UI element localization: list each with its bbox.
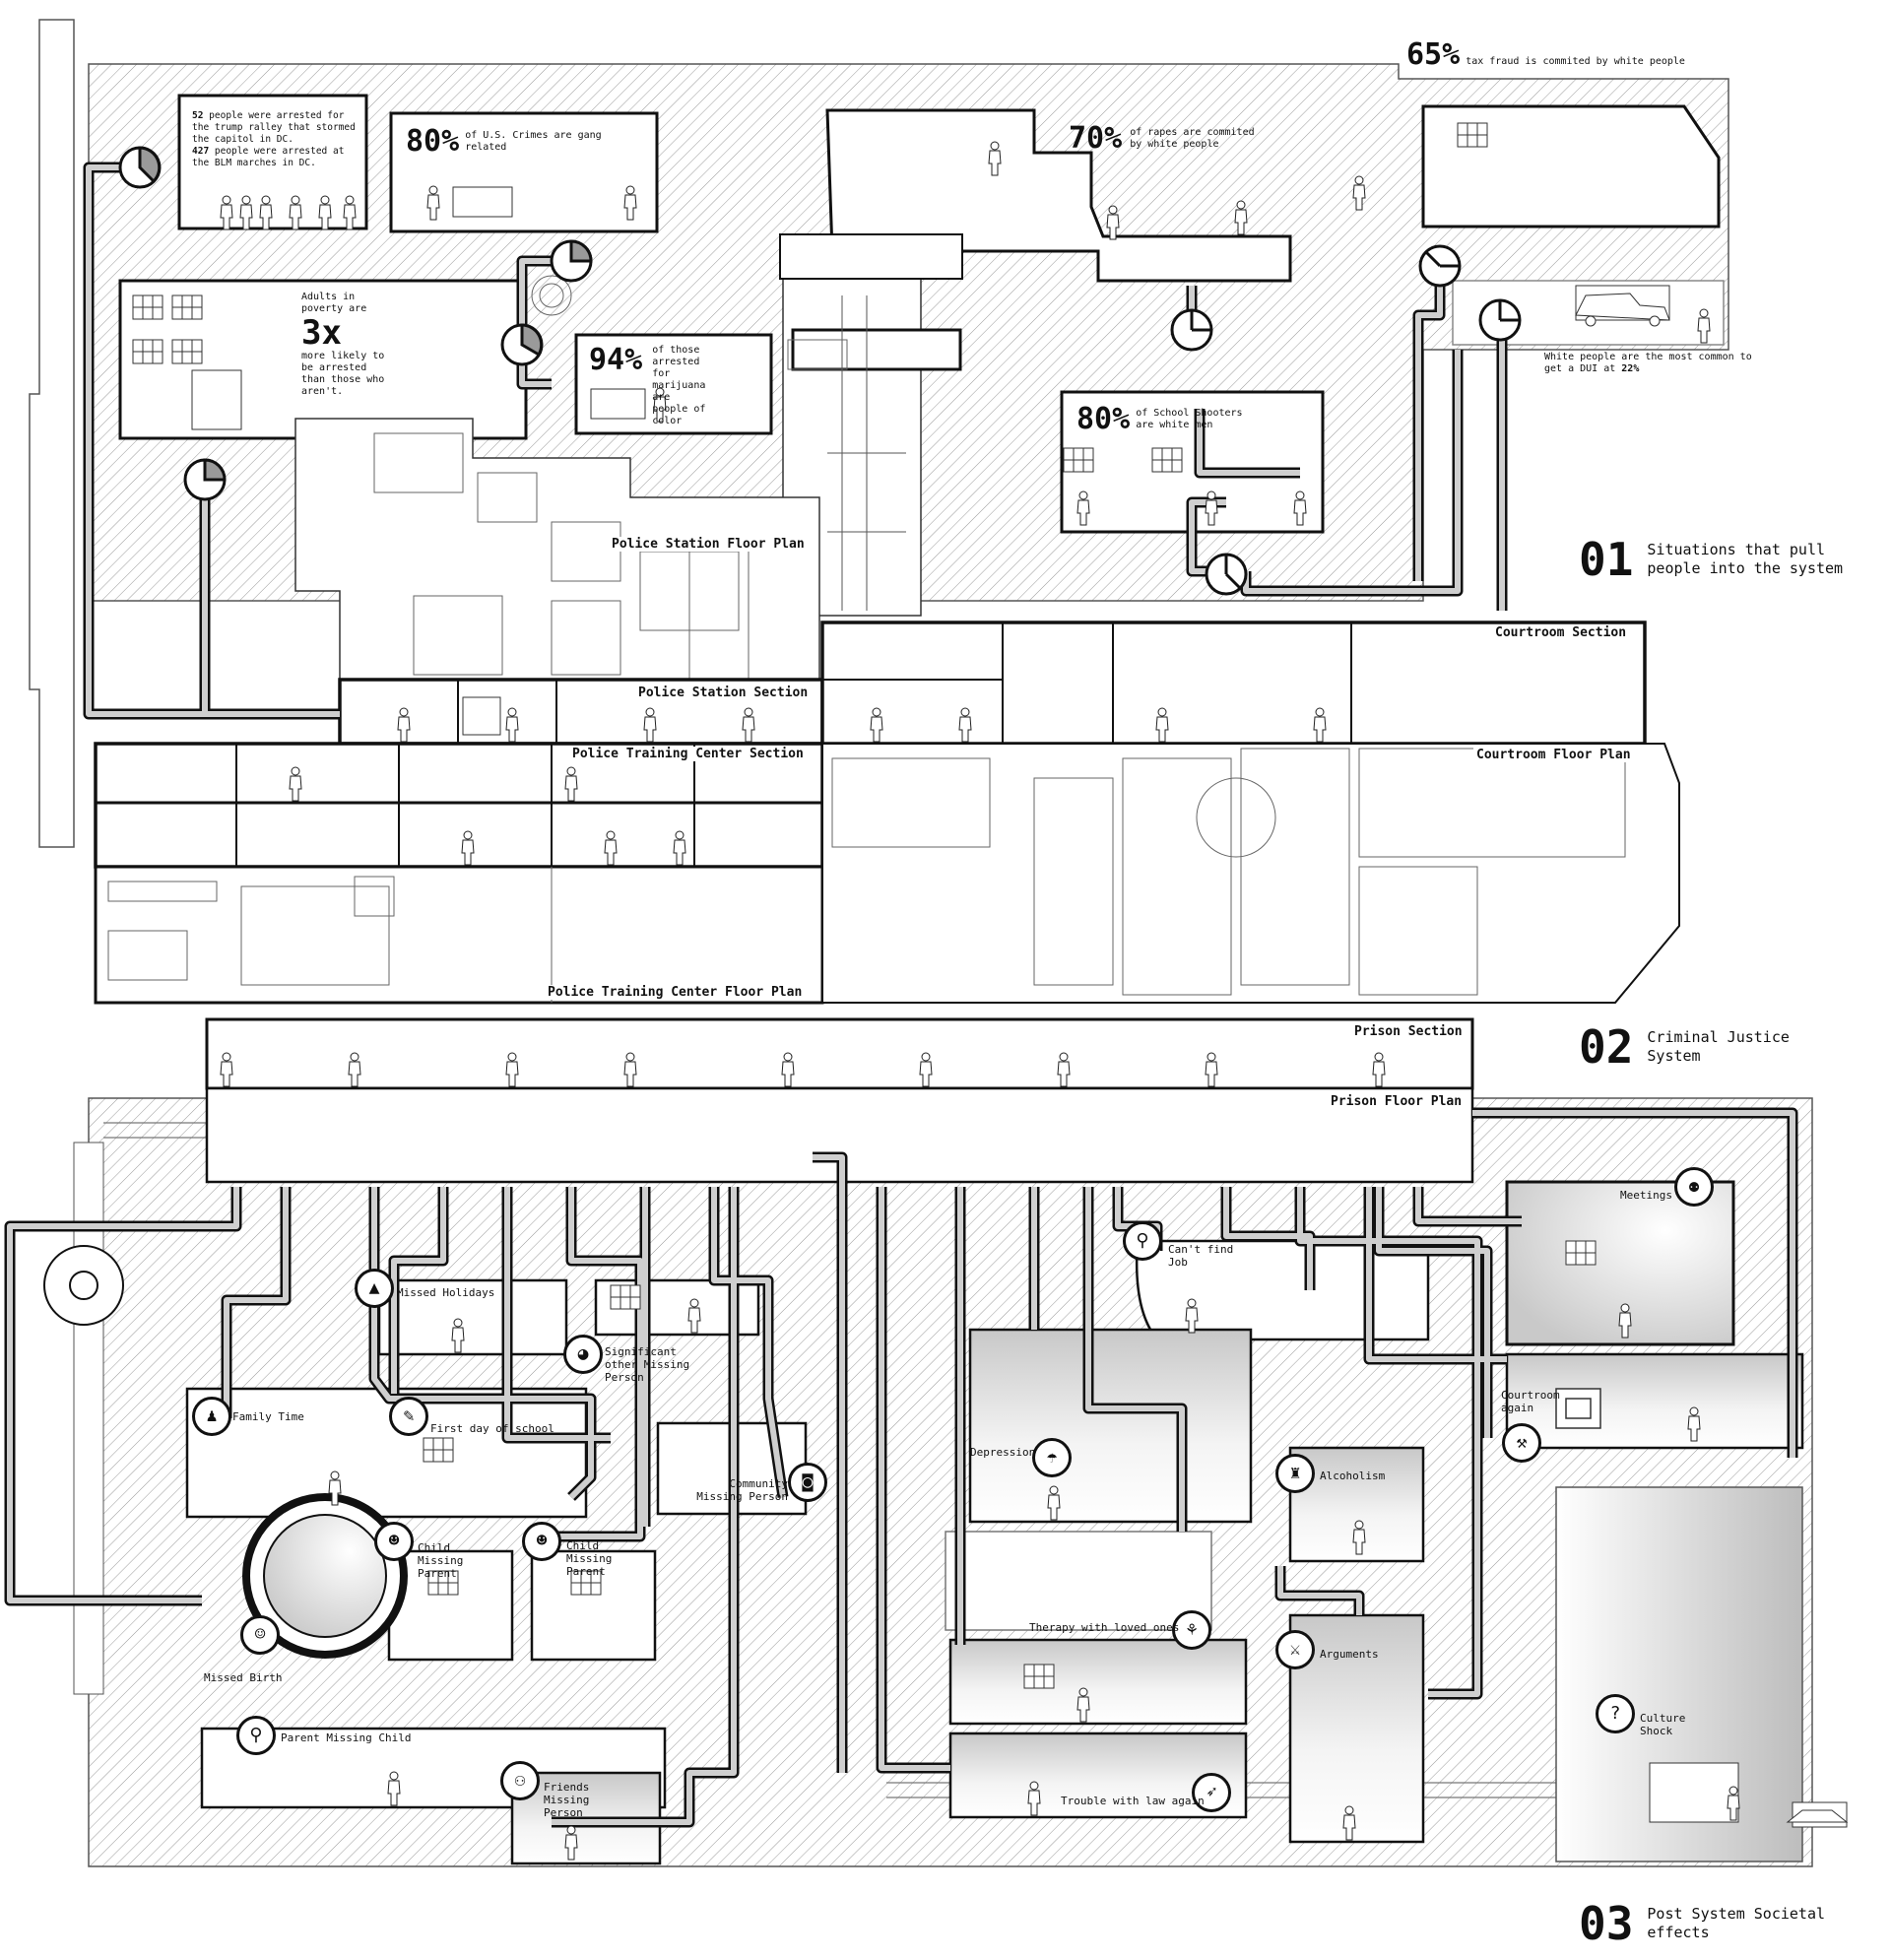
gavel-icon: ⚒ xyxy=(1502,1423,1541,1463)
stat-dui-value: 22% xyxy=(1621,363,1640,374)
label-child-missing-2: Child Missing Parent xyxy=(566,1539,613,1578)
child-face-icon: ☻ xyxy=(374,1522,414,1561)
label-friends-missing: Friends Missing Person xyxy=(544,1781,590,1819)
christmas-tree-icon: ▲ xyxy=(355,1269,394,1308)
stat-rapes-value: 70% xyxy=(1069,121,1123,156)
phase-01-text: Situations that pull people into the sys… xyxy=(1647,541,1844,577)
stat-arrests: 52 people were arrested for the trump ra… xyxy=(192,110,361,169)
stat-rapes-text: of rapes are commited by white people xyxy=(1130,127,1255,150)
stat-school-shooters: 80% of School Shooters are white men xyxy=(1076,404,1254,435)
stat-dui: White people are the most common to get … xyxy=(1544,352,1756,375)
label-significant-other: Significant other Missing Person xyxy=(605,1345,690,1384)
stat-gangs: 80% of U.S. Crimes are gang related xyxy=(406,126,603,158)
stat-arrests-n2: 427 xyxy=(192,146,210,157)
label-trouble-law: Trouble with law again xyxy=(1061,1795,1205,1807)
label-police-station-section: Police Station Section xyxy=(635,686,812,700)
rain-cloud-person-icon: ☂ xyxy=(1032,1438,1072,1477)
couple-icon: ◕ xyxy=(563,1335,603,1374)
meeting-group-icon: ⚉ xyxy=(1674,1167,1714,1207)
stat-school-shooters-text: of School Shooters are white men xyxy=(1136,408,1243,430)
stat-marijuana-text: of those arrested for marijuana are peop… xyxy=(652,345,706,426)
job-search-icon: ⚲ xyxy=(1123,1221,1162,1261)
phase-03: 03 Post System Societal effects xyxy=(1579,1901,1844,1946)
label-arguments: Arguments xyxy=(1320,1648,1379,1661)
phase-02-number: 02 xyxy=(1579,1020,1634,1074)
label-parent-missing-child: Parent Missing Child xyxy=(281,1731,412,1744)
label-missed-birth: Missed Birth xyxy=(204,1671,283,1684)
phase-01-number: 01 xyxy=(1579,533,1634,586)
stat-poverty-pre: Adults in poverty are xyxy=(301,292,367,314)
stat-rapes: 70% of rapes are commited by white peopl… xyxy=(1069,123,1258,155)
stat-poverty-value: 3x xyxy=(301,313,342,353)
label-family-time: Family Time xyxy=(232,1410,304,1423)
stat-school-shooters-value: 80% xyxy=(1076,402,1131,436)
connector-pipes xyxy=(4,162,1798,1828)
family-icon: ♟ xyxy=(192,1397,231,1436)
phase-01: 01 Situations that pull people into the … xyxy=(1579,537,1854,582)
phase-03-number: 03 xyxy=(1579,1897,1634,1950)
courtroom-block xyxy=(820,621,1680,1004)
label-courtroom-floor-plan: Courtroom Floor Plan xyxy=(1473,748,1634,762)
stat-tax-fraud-text: tax fraud is commited by white people xyxy=(1466,56,1685,67)
stat-tax-fraud: 65% tax fraud is commited by white peopl… xyxy=(1406,39,1685,71)
child-face-icon: ☻ xyxy=(522,1522,561,1561)
stat-arrests-t1: people were arrested for the trump ralle… xyxy=(192,110,356,145)
label-prison-section: Prison Section xyxy=(1351,1024,1466,1039)
stat-marijuana-value: 94% xyxy=(589,343,643,377)
stat-dui-text: White people are the most common to get … xyxy=(1544,352,1752,374)
label-police-training-section: Police Training Center Section xyxy=(569,747,807,761)
label-meetings: Meetings xyxy=(1620,1189,1672,1202)
label-prison-floor-plan: Prison Floor Plan xyxy=(1328,1094,1466,1109)
label-culture-shock: Culture Shock xyxy=(1640,1712,1686,1737)
police-training-section-block xyxy=(94,742,824,1005)
stat-poverty: Adults in poverty are 3x more likely to … xyxy=(301,292,395,398)
label-therapy: Therapy with loved ones xyxy=(1029,1621,1180,1634)
stat-gangs-value: 80% xyxy=(406,124,460,159)
label-courtroom-again: Courtroom again xyxy=(1501,1389,1560,1414)
stat-poverty-text: more likely to be arrested than those wh… xyxy=(301,351,385,397)
label-community-missing: Community Missing Person xyxy=(696,1477,788,1503)
label-child-missing-1: Child Missing Parent xyxy=(418,1541,464,1580)
label-depression: Depression xyxy=(970,1446,1036,1459)
cars xyxy=(1575,293,1849,1823)
elderly-parent-icon: ⚲ xyxy=(236,1716,276,1755)
label-police-training-floor-plan: Police Training Center Floor Plan xyxy=(545,985,806,1000)
phase-02: 02 Criminal Justice System xyxy=(1579,1024,1804,1070)
therapy-icon: ⚘ xyxy=(1172,1610,1211,1650)
argument-icon: ⚔ xyxy=(1275,1630,1315,1669)
phase-02-text: Criminal Justice System xyxy=(1647,1028,1790,1065)
running-person-icon: ➶ xyxy=(1192,1773,1231,1812)
label-missed-holidays: Missed Holidays xyxy=(397,1286,495,1299)
prison-block xyxy=(205,1017,1474,1184)
stat-tax-fraud-value: 65% xyxy=(1406,37,1461,72)
drinking-person-icon: ♜ xyxy=(1275,1454,1315,1493)
label-police-station-floor-plan: Police Station Floor Plan xyxy=(609,537,808,552)
community-icon: ◙ xyxy=(788,1463,827,1502)
label-courtroom-section: Courtroom Section xyxy=(1492,625,1630,640)
stat-arrests-n1: 52 xyxy=(192,110,204,121)
stat-gangs-text: of U.S. Crimes are gang related xyxy=(465,130,602,153)
phase-03-text: Post System Societal effects xyxy=(1647,1905,1826,1941)
school-child-icon: ✎ xyxy=(389,1397,428,1436)
stat-marijuana: 94% of those arrested for marijuana are … xyxy=(589,345,711,427)
question-head-icon: ? xyxy=(1596,1694,1635,1733)
label-first-day: First day of school xyxy=(430,1422,554,1435)
label-cant-find-job: Can't find Job xyxy=(1168,1243,1234,1269)
stat-arrests-t2: people were arrested at the BLM marches … xyxy=(192,146,345,168)
friends-icon: ⚇ xyxy=(500,1761,540,1800)
pie-connectors xyxy=(118,146,1522,596)
label-alcoholism: Alcoholism xyxy=(1320,1470,1386,1482)
baby-in-hands-icon: ☺ xyxy=(240,1615,280,1655)
